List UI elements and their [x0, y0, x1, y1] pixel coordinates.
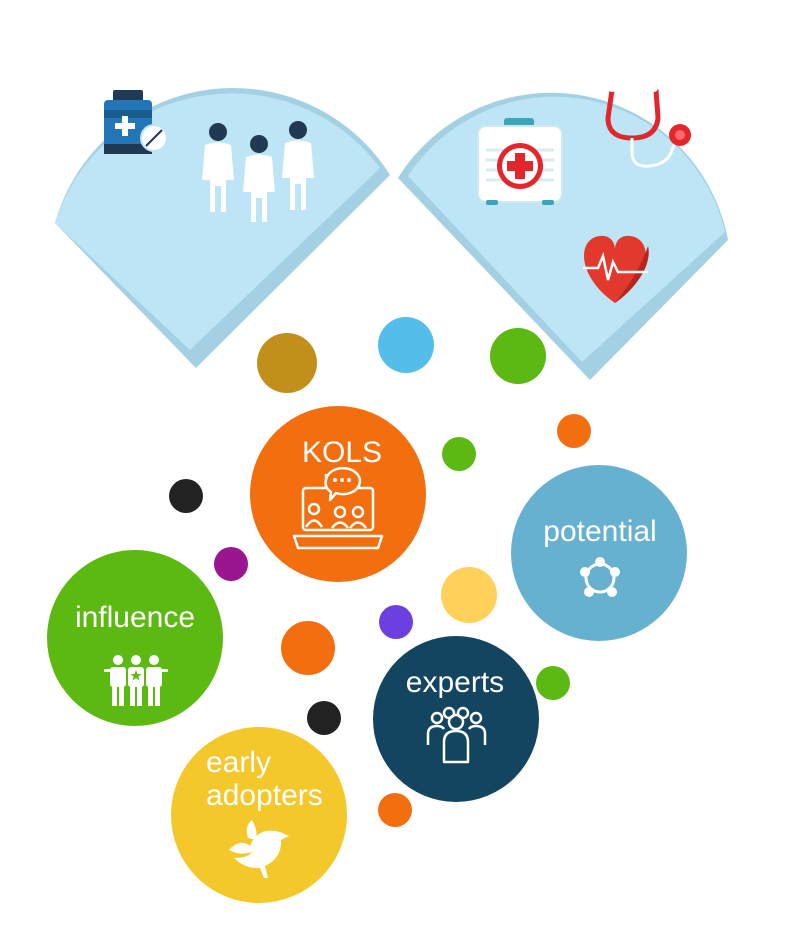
experts-node: experts [373, 636, 539, 802]
early-adopters-node: early adopters [171, 727, 347, 903]
kols-label: KOLS [302, 436, 382, 469]
potential-circle [511, 465, 687, 641]
laptop-chat-icon [292, 466, 384, 550]
dot [169, 479, 203, 513]
people-group-icon [202, 121, 314, 222]
dot [378, 317, 434, 373]
dot [557, 414, 591, 448]
dot [307, 701, 341, 735]
dot [490, 328, 546, 384]
people-star-icon [104, 655, 168, 706]
decorative-dots [169, 317, 591, 827]
influence-circle [47, 550, 223, 726]
influence-node: influence [47, 550, 223, 726]
dot [441, 567, 497, 623]
first-aid-kit-icon [477, 118, 563, 205]
team-icon [426, 706, 487, 764]
dot [281, 621, 335, 675]
dot [378, 793, 412, 827]
dot [257, 333, 317, 393]
stethoscope-icon [605, 84, 691, 168]
influence-label: influence [75, 601, 195, 634]
experts-label: experts [406, 666, 504, 699]
kols-node: KOLS [250, 406, 426, 582]
potential-label: potential [543, 515, 656, 548]
dot [214, 547, 248, 581]
experts-circle [373, 636, 539, 802]
early-adopters-label-line2: adopters [206, 779, 323, 812]
dot [536, 666, 570, 700]
network-nodes-icon [580, 557, 620, 597]
dot [442, 437, 476, 471]
medicine-bottle-icon [104, 90, 168, 154]
early-adopters-label-line1: early [206, 746, 271, 779]
heartbeat-icon [583, 235, 649, 303]
potential-node: potential [511, 465, 687, 641]
bird-icon [229, 820, 289, 878]
early-adopters-circle [171, 727, 347, 903]
dot [379, 605, 413, 639]
